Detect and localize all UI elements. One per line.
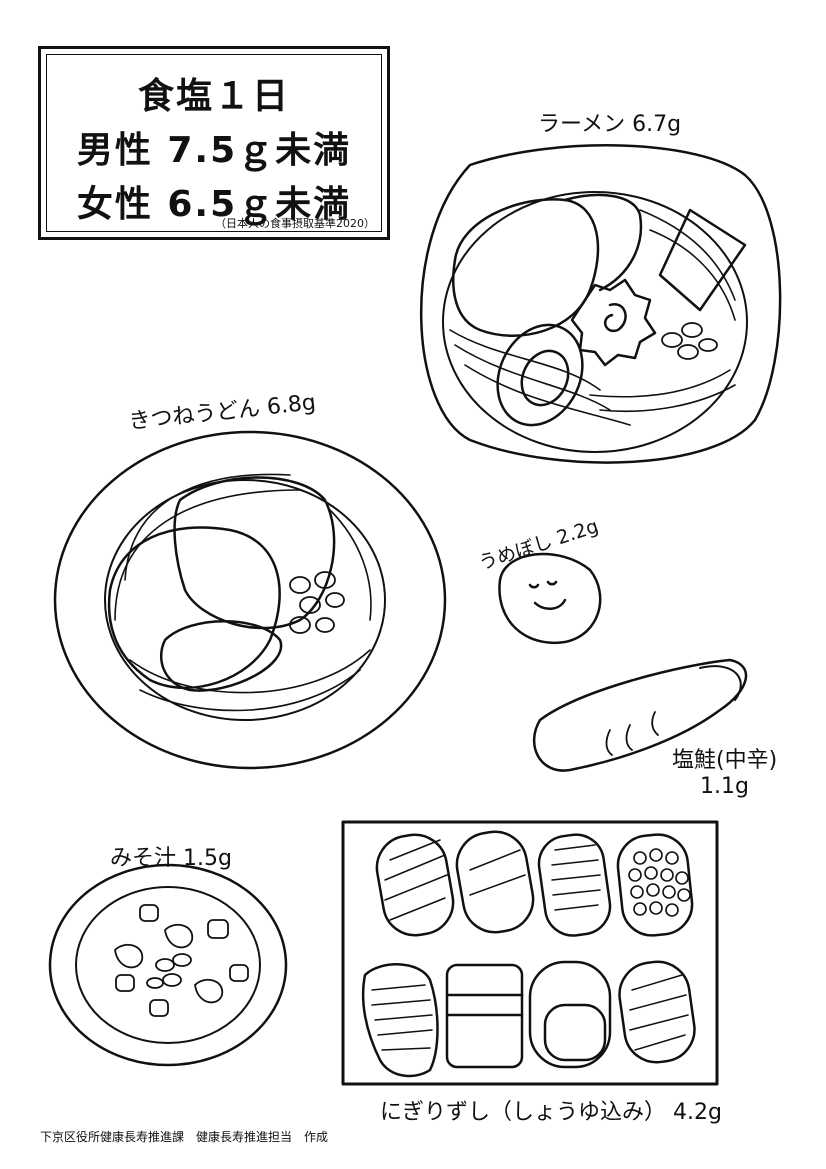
sushi-tray xyxy=(341,820,719,1086)
sushi-label: にぎりずし（しょうゆ込み） 4.2g xyxy=(380,1100,722,1125)
salt-guideline-box: 食塩１日 男性 7.5ｇ未満 女性 6.5ｇ未満 （日本人の食事摂取基準2020… xyxy=(38,46,390,240)
salmon-amount: 1.1g xyxy=(700,774,749,799)
daily-salt-heading: 食塩１日 xyxy=(137,76,290,117)
male-limit: 男性 7.5ｇ未満 xyxy=(76,130,352,171)
salmon-fillet xyxy=(532,658,748,772)
footer-credit: 下京区役所健康長寿推進課 健康長寿推進担当 作成 xyxy=(40,1130,329,1144)
udon-bowl xyxy=(53,430,447,770)
miso-label: みそ汁 1.5g xyxy=(110,846,232,871)
umeboshi xyxy=(498,552,602,645)
miso-soup-bowl xyxy=(48,863,288,1067)
salmon-label: 塩鮭(中辛) xyxy=(672,748,778,773)
ramen-label: ラーメン 6.7g xyxy=(538,112,682,137)
source-note: （日本人の食事摂取基準2020） xyxy=(215,217,375,230)
female-limit: 女性 6.5ｇ未満 xyxy=(76,184,352,225)
ramen-bowl xyxy=(419,144,782,464)
